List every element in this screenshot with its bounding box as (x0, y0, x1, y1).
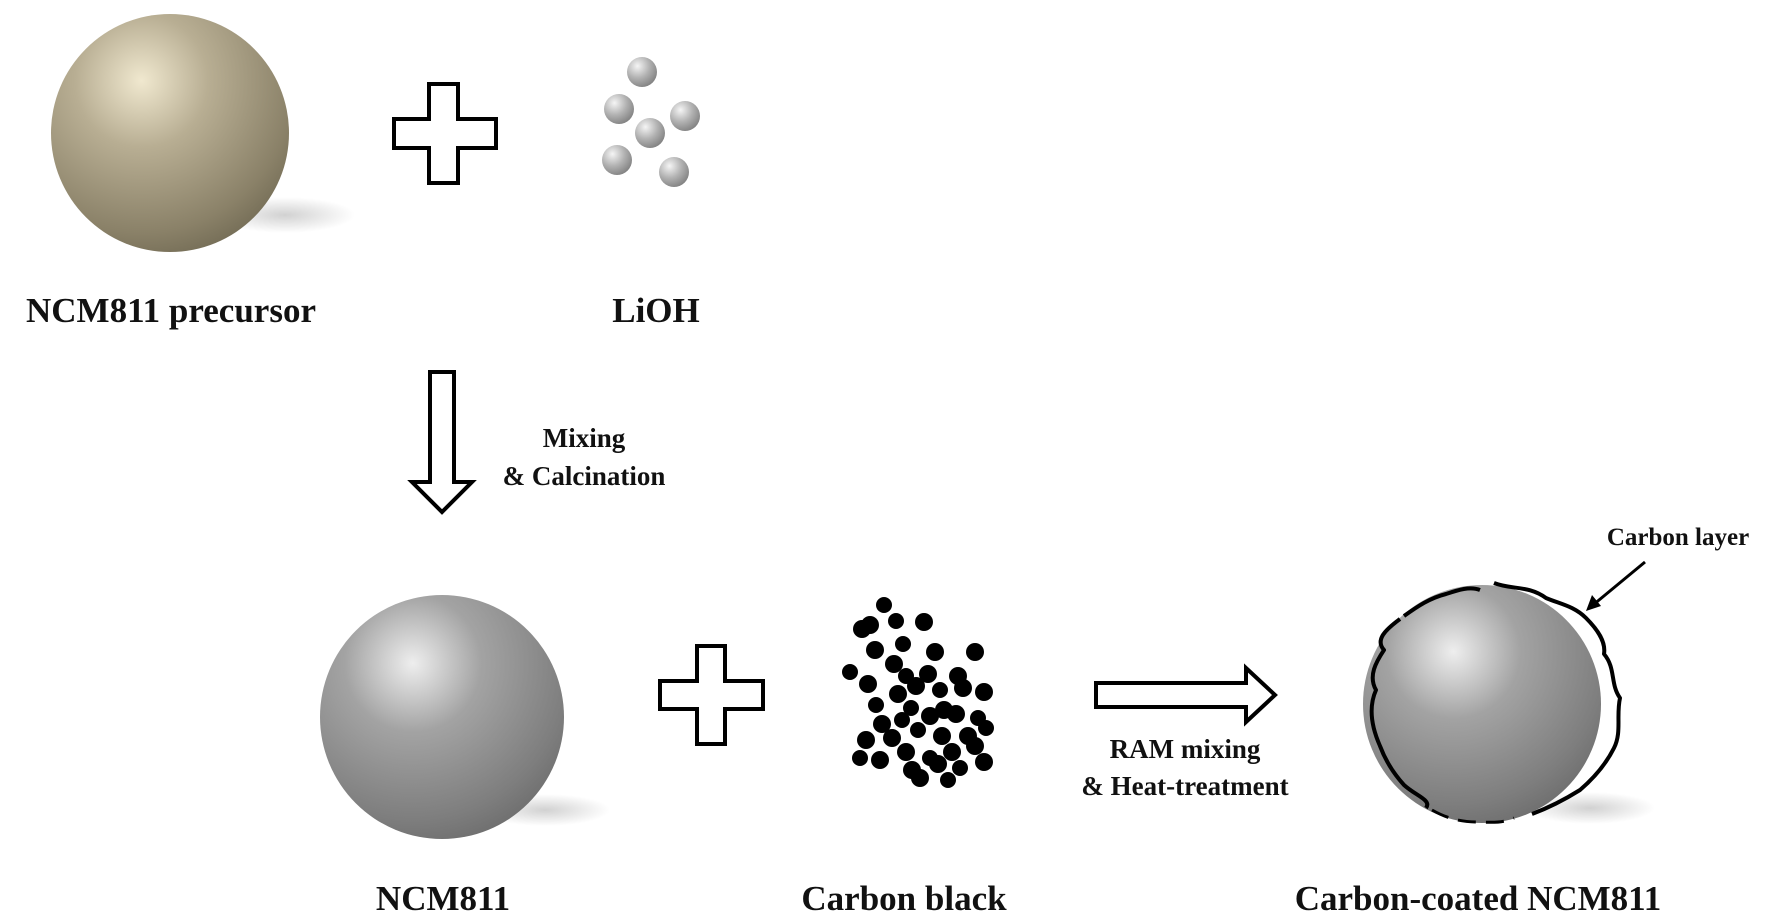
carbon-black-particle (966, 737, 984, 755)
carbon-black-particle (868, 697, 884, 713)
step1-label-line2: & Calcination (503, 461, 666, 491)
carbon-black-particle (885, 655, 903, 673)
callout-arrowhead-icon (1586, 595, 1601, 611)
carbon-layer-outline (1369, 617, 1430, 810)
carbon-black-particle (861, 616, 879, 634)
carbon-black-particle (932, 682, 948, 698)
carbon-coated-label: Carbon-coated NCM811 (1295, 879, 1662, 918)
step2-label-line2: & Heat-treatment (1081, 771, 1288, 801)
carbon-black-particle (940, 772, 956, 788)
carbon-black-particle (873, 715, 891, 733)
plus-icon (392, 82, 498, 185)
carbon-black-particle (888, 613, 904, 629)
carbon-black-particle (952, 760, 968, 776)
carbon-black-particle (897, 743, 915, 761)
lioh-particle (602, 145, 632, 175)
precursor-sphere (51, 14, 355, 252)
carbon-black-label: Carbon black (801, 879, 1007, 918)
carbon-black-particle (975, 683, 993, 701)
carbon-black-particle (975, 753, 993, 771)
carbon-black-particle (954, 679, 972, 697)
lioh-particle (604, 94, 634, 124)
carbon-black-particle (866, 641, 884, 659)
down-arrow-icon (407, 370, 477, 515)
carbon-black-particle (978, 720, 994, 736)
step2-label-line1: RAM mixing (1110, 734, 1261, 764)
lioh-particle (635, 118, 665, 148)
step1-label-line1: Mixing (543, 423, 626, 453)
carbon-black-particles (842, 597, 994, 788)
lioh-particle (659, 157, 689, 187)
carbon-layer-outline-right (1493, 581, 1622, 816)
carbon-black-particle (910, 722, 926, 738)
plus-icon (658, 644, 765, 746)
carbon-black-particle (926, 643, 944, 661)
carbon-black-particle (842, 664, 858, 680)
carbon-black-particle (895, 636, 911, 652)
carbon-black-particle (852, 750, 868, 766)
carbon-black-particle (966, 643, 984, 661)
carbon-layer-label: Carbon layer (1607, 524, 1749, 551)
carbon-layer-outline-bottom (1431, 808, 1515, 824)
carbon-black-particle (883, 729, 901, 747)
carbon-black-particle (933, 727, 951, 745)
lioh-particle (670, 101, 700, 131)
lioh-particles (602, 57, 700, 187)
carbon-black-particle (919, 665, 937, 683)
carbon-coated-sphere (1363, 581, 1655, 824)
right-arrow-icon (1094, 663, 1278, 727)
precursor-label: NCM811 precursor (26, 291, 316, 330)
carbon-layer-outline-top (1402, 586, 1481, 618)
ncm811-sphere (320, 595, 610, 839)
carbon-black-particle (894, 712, 910, 728)
carbon-black-particle (943, 743, 961, 761)
callout-arrow-line (1592, 560, 1646, 607)
carbon-black-particle (911, 769, 929, 787)
carbon-black-particle (876, 597, 892, 613)
carbon-black-particle (915, 613, 933, 631)
carbon-black-particle (903, 700, 919, 716)
carbon-black-particle (929, 755, 947, 773)
lioh-particle (627, 57, 657, 87)
carbon-black-particle (947, 705, 965, 723)
carbon-black-particle (871, 751, 889, 769)
carbon-black-particle (907, 677, 925, 695)
carbon-black-particle (859, 675, 877, 693)
lioh-label: LiOH (612, 291, 700, 330)
ncm811-label: NCM811 (376, 879, 510, 918)
carbon-black-particle (889, 685, 907, 703)
carbon-black-particle (857, 731, 875, 749)
carbon-black-particle (921, 707, 939, 725)
